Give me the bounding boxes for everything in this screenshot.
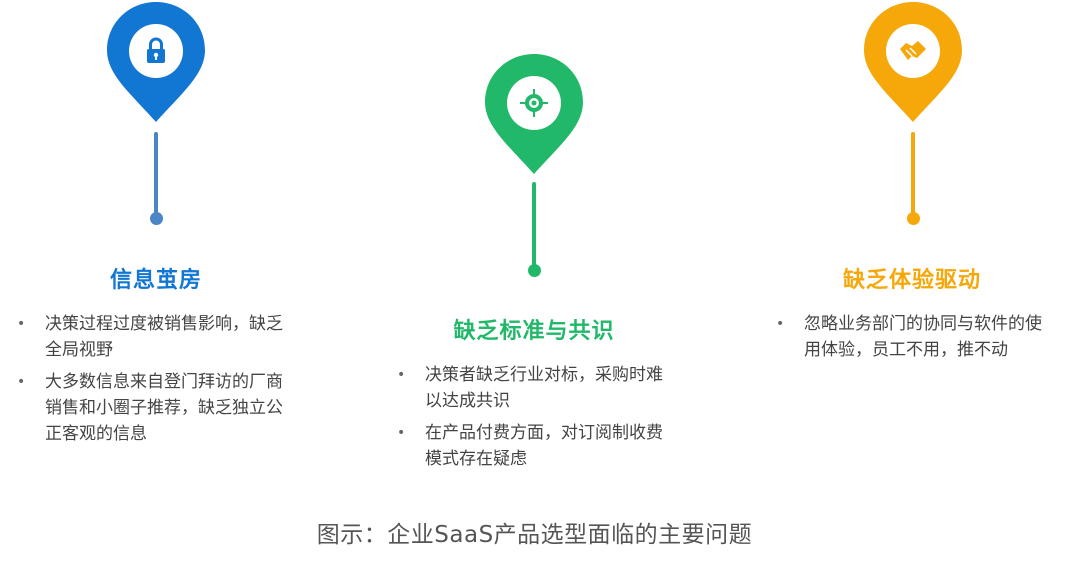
figure-caption: 图示：企业SaaS产品选型面临的主要问题 [316, 522, 753, 548]
map-pin-marker [485, 54, 583, 174]
list-item: 决策过程过度被销售影响，缺乏全局视野 [17, 311, 299, 363]
connector-dot [149, 212, 163, 225]
connector-dot [906, 212, 920, 225]
column-title: 信息茧房 [109, 268, 202, 293]
column-title: 缺乏标准与共识 [453, 319, 615, 344]
list-item: 在产品付费方面，对订阅制收费模式存在疑虑 [397, 420, 679, 472]
list-item: 忽略业务部门的协同与软件的使用体验，员工不用，推不动 [776, 311, 1058, 363]
bullet-list: 决策过程过度被销售影响，缺乏全局视野 大多数信息来自登门拜访的厂商销售和小圈子推… [17, 311, 299, 453]
bullet-list: 忽略业务部门的协同与软件的使用体验，员工不用，推不动 [776, 311, 1058, 369]
target-icon [520, 89, 548, 117]
connector-line [154, 132, 158, 216]
column-title: 缺乏体验驱动 [842, 268, 981, 293]
list-item: 大多数信息来自登门拜访的厂商销售和小圈子推荐，缺乏独立公正客观的信息 [17, 369, 299, 447]
map-pin-marker [107, 2, 205, 122]
lock-icon [147, 37, 165, 63]
list-item: 决策者缺乏行业对标，采购时难以达成共识 [397, 362, 679, 414]
bullet-list: 决策者缺乏行业对标，采购时难以达成共识 在产品付费方面，对订阅制收费模式存在疑虑 [397, 362, 679, 478]
connector-dot [527, 264, 541, 277]
handshake-icon [900, 41, 926, 60]
connector-line [532, 182, 536, 268]
connector-line [911, 132, 915, 216]
map-pin-marker [864, 2, 962, 122]
